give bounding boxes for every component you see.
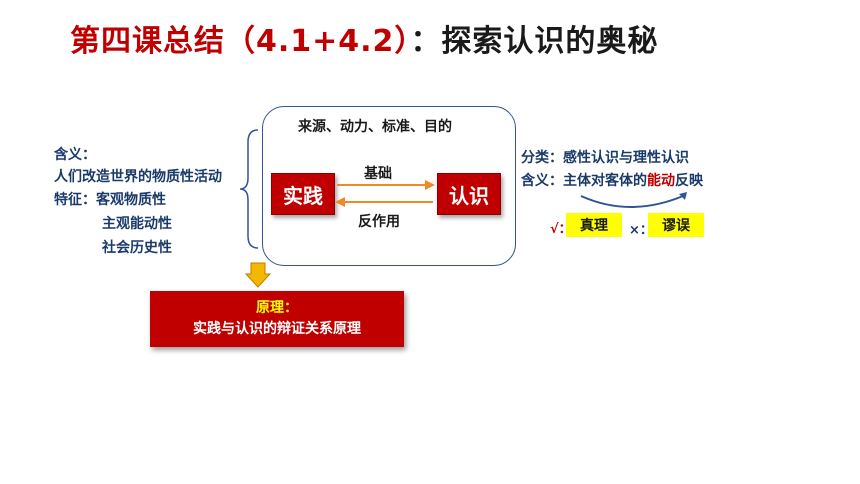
reaction-arrow-head — [335, 197, 345, 207]
practice-meaning-label: 含义： — [54, 147, 96, 163]
practice-feature-1: 特征：客观物质性 — [54, 192, 166, 208]
basis-arrow-head — [425, 180, 435, 190]
cross-symbol: ×： — [629, 223, 653, 238]
cognition-classification: 分类：感性认识与理性认识 — [521, 150, 689, 166]
page-title: 第四课总结（4.1+4.2）：探索认识的奥秘 — [70, 16, 658, 60]
principle-label: 原理： — [256, 300, 298, 316]
practice-box: 实践 — [271, 173, 335, 215]
cognition-label: 认识 — [449, 183, 489, 208]
cognition-meaning-highlight: 能动 — [647, 173, 675, 189]
cognition-meaning: 含义：主体对客体的能动反映 — [521, 170, 703, 192]
truth-label: 真理 — [580, 218, 608, 234]
practice-meaning-text: 人们改造世界的物质性活动 — [54, 169, 222, 185]
fallacy-label: 谬误 — [662, 218, 690, 234]
fallacy-box: 谬误 — [648, 213, 704, 237]
down-arrow-icon — [245, 262, 271, 288]
practice-label: 实践 — [283, 183, 323, 208]
cognition-meaning-suffix: 反映 — [675, 173, 703, 189]
practice-feature-2: 主观能动性 — [102, 216, 172, 232]
title-sub: ：探索认识的奥秘 — [410, 24, 659, 59]
truth-fallacy-connector — [580, 192, 687, 208]
truth-box: 真理 — [566, 213, 622, 237]
principle-box: 原理： 实践与认识的辩证关系原理 — [150, 291, 404, 347]
basis-label: 基础 — [364, 166, 392, 182]
reaction-label: 反作用 — [358, 214, 400, 230]
title-main: 第四课总结（4.1+4.2） — [70, 24, 411, 59]
practice-feature-3: 社会历史性 — [102, 240, 172, 256]
principle-text: 实践与认识的辩证关系原理 — [193, 321, 361, 337]
cognition-box: 认识 — [437, 173, 501, 215]
relation-top-text: 来源、动力、标准、目的 — [298, 119, 452, 135]
left-brace — [239, 129, 259, 249]
cognition-meaning-prefix: 含义：主体对客体的 — [521, 173, 647, 189]
relation-arrows — [335, 180, 435, 207]
